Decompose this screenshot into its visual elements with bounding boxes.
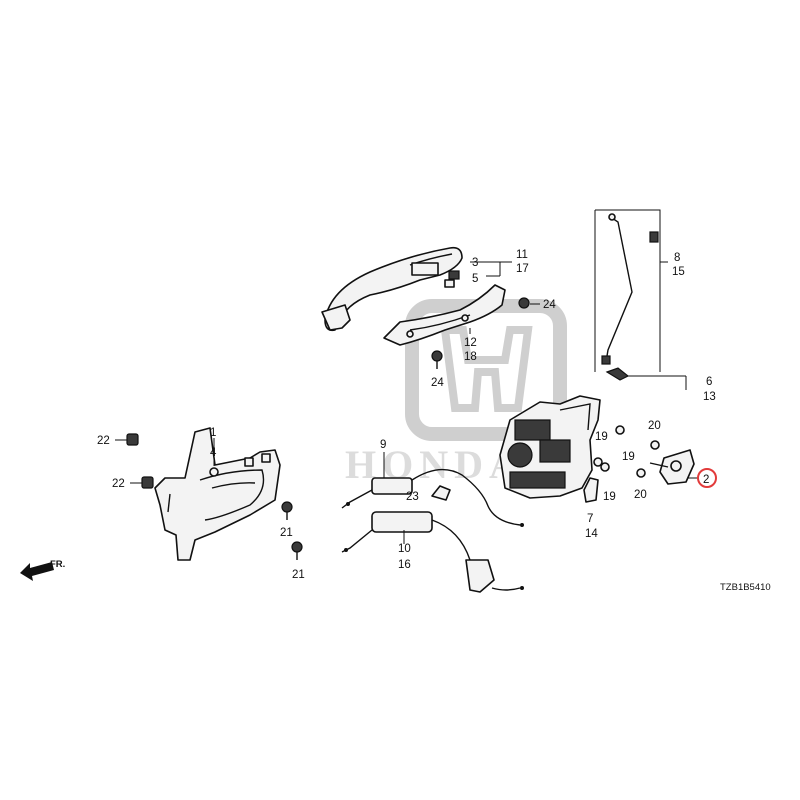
door-lock-assembly[interactable] (499, 395, 601, 499)
label-17: 17 (516, 263, 529, 275)
screw-19-b[interactable] (593, 457, 610, 472)
label-21-lower: 21 (292, 569, 305, 581)
cable-10[interactable] (341, 511, 524, 593)
lock-rod[interactable] (601, 213, 659, 365)
label-2: 2 (703, 474, 709, 486)
label-8: 8 (674, 252, 680, 264)
label-6: 6 (706, 376, 712, 388)
label-16: 16 (398, 559, 411, 571)
label-19-c: 19 (603, 491, 616, 503)
front-direction-arrow: FR. (20, 559, 65, 581)
label-19-a: 19 (622, 451, 635, 463)
bolt-24-lower[interactable] (431, 350, 443, 369)
label-10: 10 (398, 543, 411, 555)
label-4: 4 (210, 447, 217, 459)
screw-21-lower[interactable] (291, 541, 303, 560)
label-14: 14 (585, 528, 598, 540)
label-19-b: 19 (595, 431, 608, 443)
label-5: 5 (472, 273, 478, 285)
clip-22-lower[interactable] (141, 476, 154, 489)
outer-handle-base[interactable] (383, 284, 506, 346)
cable-9[interactable] (341, 468, 524, 527)
striker-cover[interactable] (583, 477, 599, 503)
cable-clip-23[interactable] (431, 485, 451, 501)
clip-3-5[interactable] (444, 270, 460, 288)
label-20-upper: 20 (648, 420, 661, 432)
label-24-lower: 24 (431, 377, 444, 389)
label-11: 11 (516, 249, 528, 261)
inner-door-handle[interactable] (154, 427, 281, 561)
front-label: FR. (50, 559, 65, 570)
label-22-lower: 22 (112, 478, 125, 490)
label-12: 12 (464, 337, 477, 349)
label-7: 7 (587, 513, 593, 525)
label-20-lower: 20 (634, 489, 647, 501)
diagram-code: TZB1B5410 (720, 582, 771, 593)
outer-door-handle[interactable] (321, 246, 463, 332)
label-24-upper: 24 (543, 299, 556, 311)
clip-22-upper[interactable] (126, 433, 139, 446)
label-15: 15 (672, 266, 685, 278)
label-9: 9 (380, 439, 386, 451)
label-21-upper: 21 (280, 527, 293, 539)
screw-19-a[interactable] (615, 425, 625, 435)
screw-21-upper[interactable] (281, 501, 293, 520)
rod-clip[interactable] (605, 367, 630, 381)
bolt-20-upper[interactable] (650, 440, 660, 450)
label-23: 23 (406, 491, 419, 503)
door-striker[interactable] (649, 449, 695, 485)
lock-rod-bracket (594, 209, 668, 372)
label-18: 18 (464, 351, 477, 363)
bolt-20-lower[interactable] (636, 468, 646, 478)
highlight-circle (697, 468, 717, 488)
label-1: 1 (210, 427, 216, 439)
label-3: 3 (472, 257, 478, 269)
label-13: 13 (703, 391, 716, 403)
label-22-upper: 22 (97, 435, 110, 447)
bolt-24-upper[interactable] (518, 297, 530, 309)
